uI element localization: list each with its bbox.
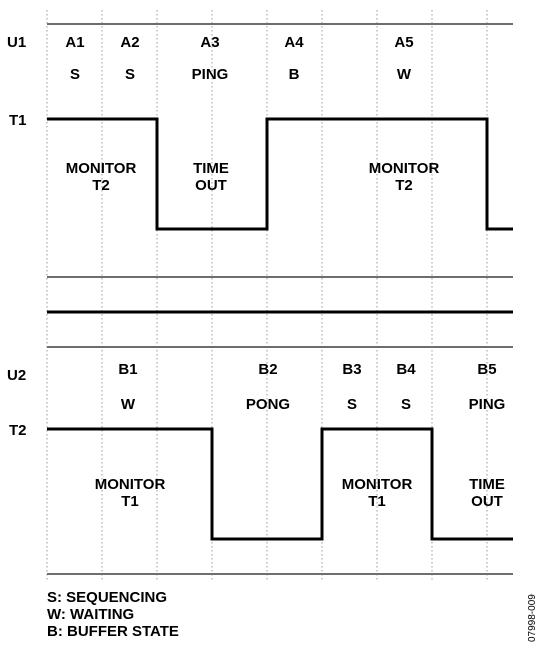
waveform-t2 (47, 427, 513, 541)
u2-region-2-line1: MONITOR (342, 476, 413, 493)
u1-region-3-line1: MONITOR (369, 160, 440, 177)
u2-step-code-b5: PING (469, 396, 506, 413)
u2-step-id-b2: B2 (258, 361, 277, 378)
figure-id: 07998-009 (527, 594, 538, 642)
u2-step-code-b4: S (401, 396, 411, 413)
t2-signal-label: T2 (9, 422, 27, 439)
u1-region-2-line1: TIME (193, 160, 229, 177)
u2-step-id-b3: B3 (342, 361, 361, 378)
u2-step-id-b4: B4 (396, 361, 416, 378)
u2-step-code-b1: W (121, 396, 136, 413)
u1-step-code-a5: W (397, 66, 412, 83)
legend-item-buffer-state: B: BUFFER STATE (47, 623, 179, 640)
u1-step-code-a3: PING (192, 66, 229, 83)
u2-step-code-b3: S (347, 396, 357, 413)
u2-row-label: U2 (7, 367, 26, 384)
u1-step-id-a2: A2 (120, 34, 139, 51)
u2-region-1-line2: T1 (121, 493, 139, 510)
grid-lines (46, 10, 488, 582)
u2-region-3-line2: OUT (471, 493, 503, 510)
u1-step-code-a2: S (125, 66, 135, 83)
u1-step-id-a4: A4 (284, 34, 304, 51)
u1-region-3-line2: T2 (395, 177, 413, 194)
u1-step-id-a3: A3 (200, 34, 219, 51)
t1-signal-label: T1 (9, 112, 27, 129)
legend-item-sequencing: S: SEQUENCING (47, 589, 168, 606)
u1-step-id-a5: A5 (394, 34, 413, 51)
legend: S: SEQUENCING W: WAITING B: BUFFER STATE (47, 589, 179, 640)
u1-step-code-a1: S (70, 66, 80, 83)
u1-region-1-line1: MONITOR (66, 160, 137, 177)
u2-region-2-line2: T1 (368, 493, 386, 510)
legend-item-waiting: W: WAITING (47, 606, 135, 623)
u2-step-code-b2: PONG (246, 396, 290, 413)
u1-step-id-a1: A1 (65, 34, 84, 51)
u1-row-label: U1 (7, 34, 26, 51)
waveform-t1 (47, 117, 513, 231)
u1-region-1-line2: T2 (92, 177, 110, 194)
u1-step-code-a4: B (289, 66, 300, 83)
u2-step-id-b1: B1 (118, 361, 137, 378)
u2-region-1-line1: MONITOR (95, 476, 166, 493)
u2-region-3-line1: TIME (469, 476, 505, 493)
u1-region-2-line2: OUT (195, 177, 227, 194)
u2-step-id-b5: B5 (477, 361, 496, 378)
